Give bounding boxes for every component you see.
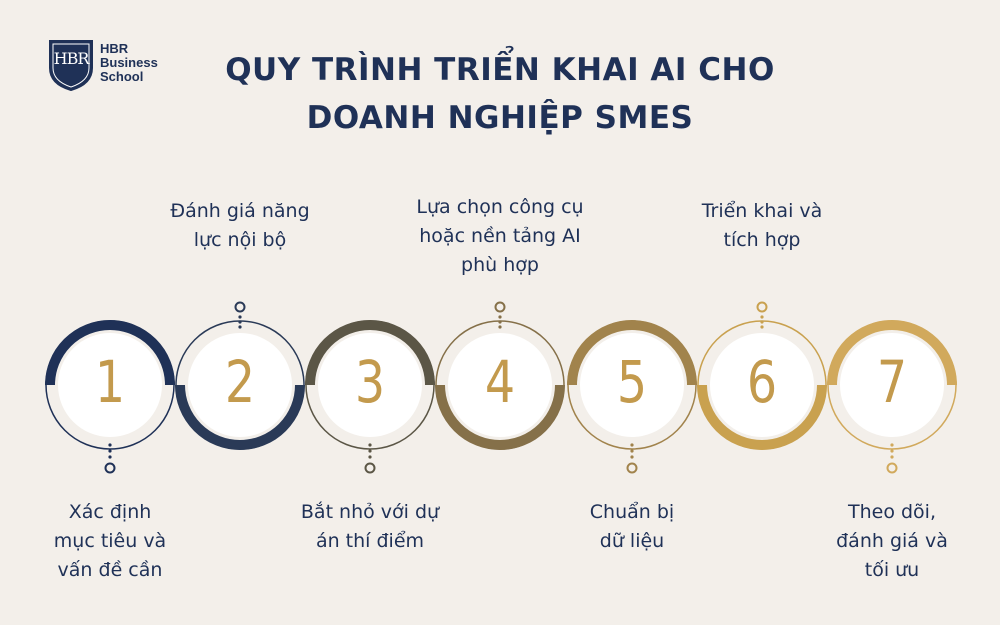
- step-7-disc: [840, 333, 944, 437]
- connector-node: [364, 462, 376, 474]
- page-title: QUY TRÌNH TRIỂN KHAI AI CHO DOANH NGHIỆP…: [180, 46, 820, 142]
- step-7-arc: [827, 320, 957, 386]
- step-2-label: Đánh giá năng lực nội bộ: [140, 197, 340, 255]
- connector-node: [234, 301, 246, 313]
- step-label-line: tối ưu: [864, 559, 920, 581]
- step-2-number: 2: [224, 348, 256, 416]
- step-label-line: Bắt nhỏ với dự: [300, 501, 440, 523]
- step-5-disc: [580, 333, 684, 437]
- step-label-line: Lựa chọn công cụ: [416, 196, 584, 218]
- step-label-line: Đánh giá năng: [170, 200, 310, 222]
- connector-dot: [368, 443, 372, 447]
- step-3-disc: [318, 333, 422, 437]
- step-6-arc: [697, 384, 827, 450]
- step-label-line: Triển khai và: [701, 200, 823, 222]
- connector-dot: [498, 315, 502, 319]
- connector-dot: [368, 455, 372, 459]
- connector-dot: [108, 449, 112, 453]
- connector-dot: [760, 320, 764, 324]
- step-4-number: 4: [484, 348, 516, 416]
- brand-line: School: [100, 69, 144, 84]
- step-label-line: Xác định: [68, 501, 152, 523]
- step-7-label: Theo dõi, đánh giá và tối ưu: [792, 498, 992, 585]
- step-1-label: Xác định mục tiêu và vấn đề cần: [10, 498, 210, 585]
- connector-dot: [630, 443, 634, 447]
- step-1-disc: [58, 333, 162, 437]
- connector-node: [756, 301, 768, 313]
- brand-line: HBR: [100, 41, 129, 56]
- connector-dot: [498, 320, 502, 324]
- step-label-line: mục tiêu và: [53, 530, 167, 552]
- step-6-number: 6: [746, 348, 778, 416]
- connector-node: [886, 462, 898, 474]
- step-label-line: vấn đề cần: [57, 559, 163, 581]
- connector-dot: [238, 315, 242, 319]
- step-3-label: Bắt nhỏ với dự án thí điểm: [270, 498, 470, 556]
- connector-node: [494, 301, 506, 313]
- step-label-line: án thí điểm: [315, 530, 425, 552]
- brand-logo: HBR HBR Business School: [48, 38, 188, 94]
- step-4-disc: [448, 333, 552, 437]
- step-label-line: dữ liệu: [599, 530, 665, 552]
- step-6-label: Triển khai và tích hợp: [662, 197, 862, 255]
- connector-dot: [630, 449, 634, 453]
- connector-dot: [760, 315, 764, 319]
- step-label-line: tích hợp: [723, 229, 801, 251]
- step-6-disc: [710, 333, 814, 437]
- connector-dot: [498, 325, 502, 329]
- step-4-arc: [435, 384, 565, 450]
- step-4-label: Lựa chọn công cụ hoặc nền tảng AI phù hợp: [400, 193, 600, 280]
- connector-dot: [368, 449, 372, 453]
- step-label-line: phù hợp: [461, 254, 539, 276]
- step-5-label: Chuẩn bị dữ liệu: [532, 498, 732, 556]
- connector-dot: [890, 455, 894, 459]
- step-5-number: 5: [616, 348, 648, 416]
- step-label-line: Theo dõi,: [847, 501, 936, 523]
- step-7-number: 7: [876, 348, 908, 416]
- connector-node: [104, 462, 116, 474]
- brand-line: Business: [100, 55, 158, 70]
- connector-dot: [890, 443, 894, 447]
- step-5-arc: [567, 320, 697, 386]
- connector-dot: [108, 443, 112, 447]
- connector-dot: [238, 325, 242, 329]
- shield-icon: [49, 40, 93, 92]
- step-label-line: Chuẩn bị: [589, 501, 675, 523]
- step-label-line: hoặc nền tảng AI: [419, 225, 581, 247]
- step-3-arc: [305, 320, 435, 386]
- connector-dot: [108, 455, 112, 459]
- step-label-line: lực nội bộ: [193, 229, 287, 251]
- connector-dot: [890, 449, 894, 453]
- step-1-number: 1: [94, 348, 126, 416]
- step-2-disc: [188, 333, 292, 437]
- step-label-line: đánh giá và: [836, 530, 948, 552]
- connector-node: [626, 462, 638, 474]
- shield-monogram: HBR: [53, 49, 90, 68]
- step-2-arc: [175, 384, 305, 450]
- title-line-1: QUY TRÌNH TRIỂN KHAI AI CHO: [225, 52, 775, 88]
- connector-dot: [630, 455, 634, 459]
- brand-name: HBR Business School: [100, 42, 158, 84]
- step-1-arc: [45, 320, 175, 386]
- connector-dot: [760, 325, 764, 329]
- connector-dot: [238, 320, 242, 324]
- step-3-number: 3: [354, 348, 386, 416]
- title-line-2: DOANH NGHIỆP SMES: [306, 100, 694, 136]
